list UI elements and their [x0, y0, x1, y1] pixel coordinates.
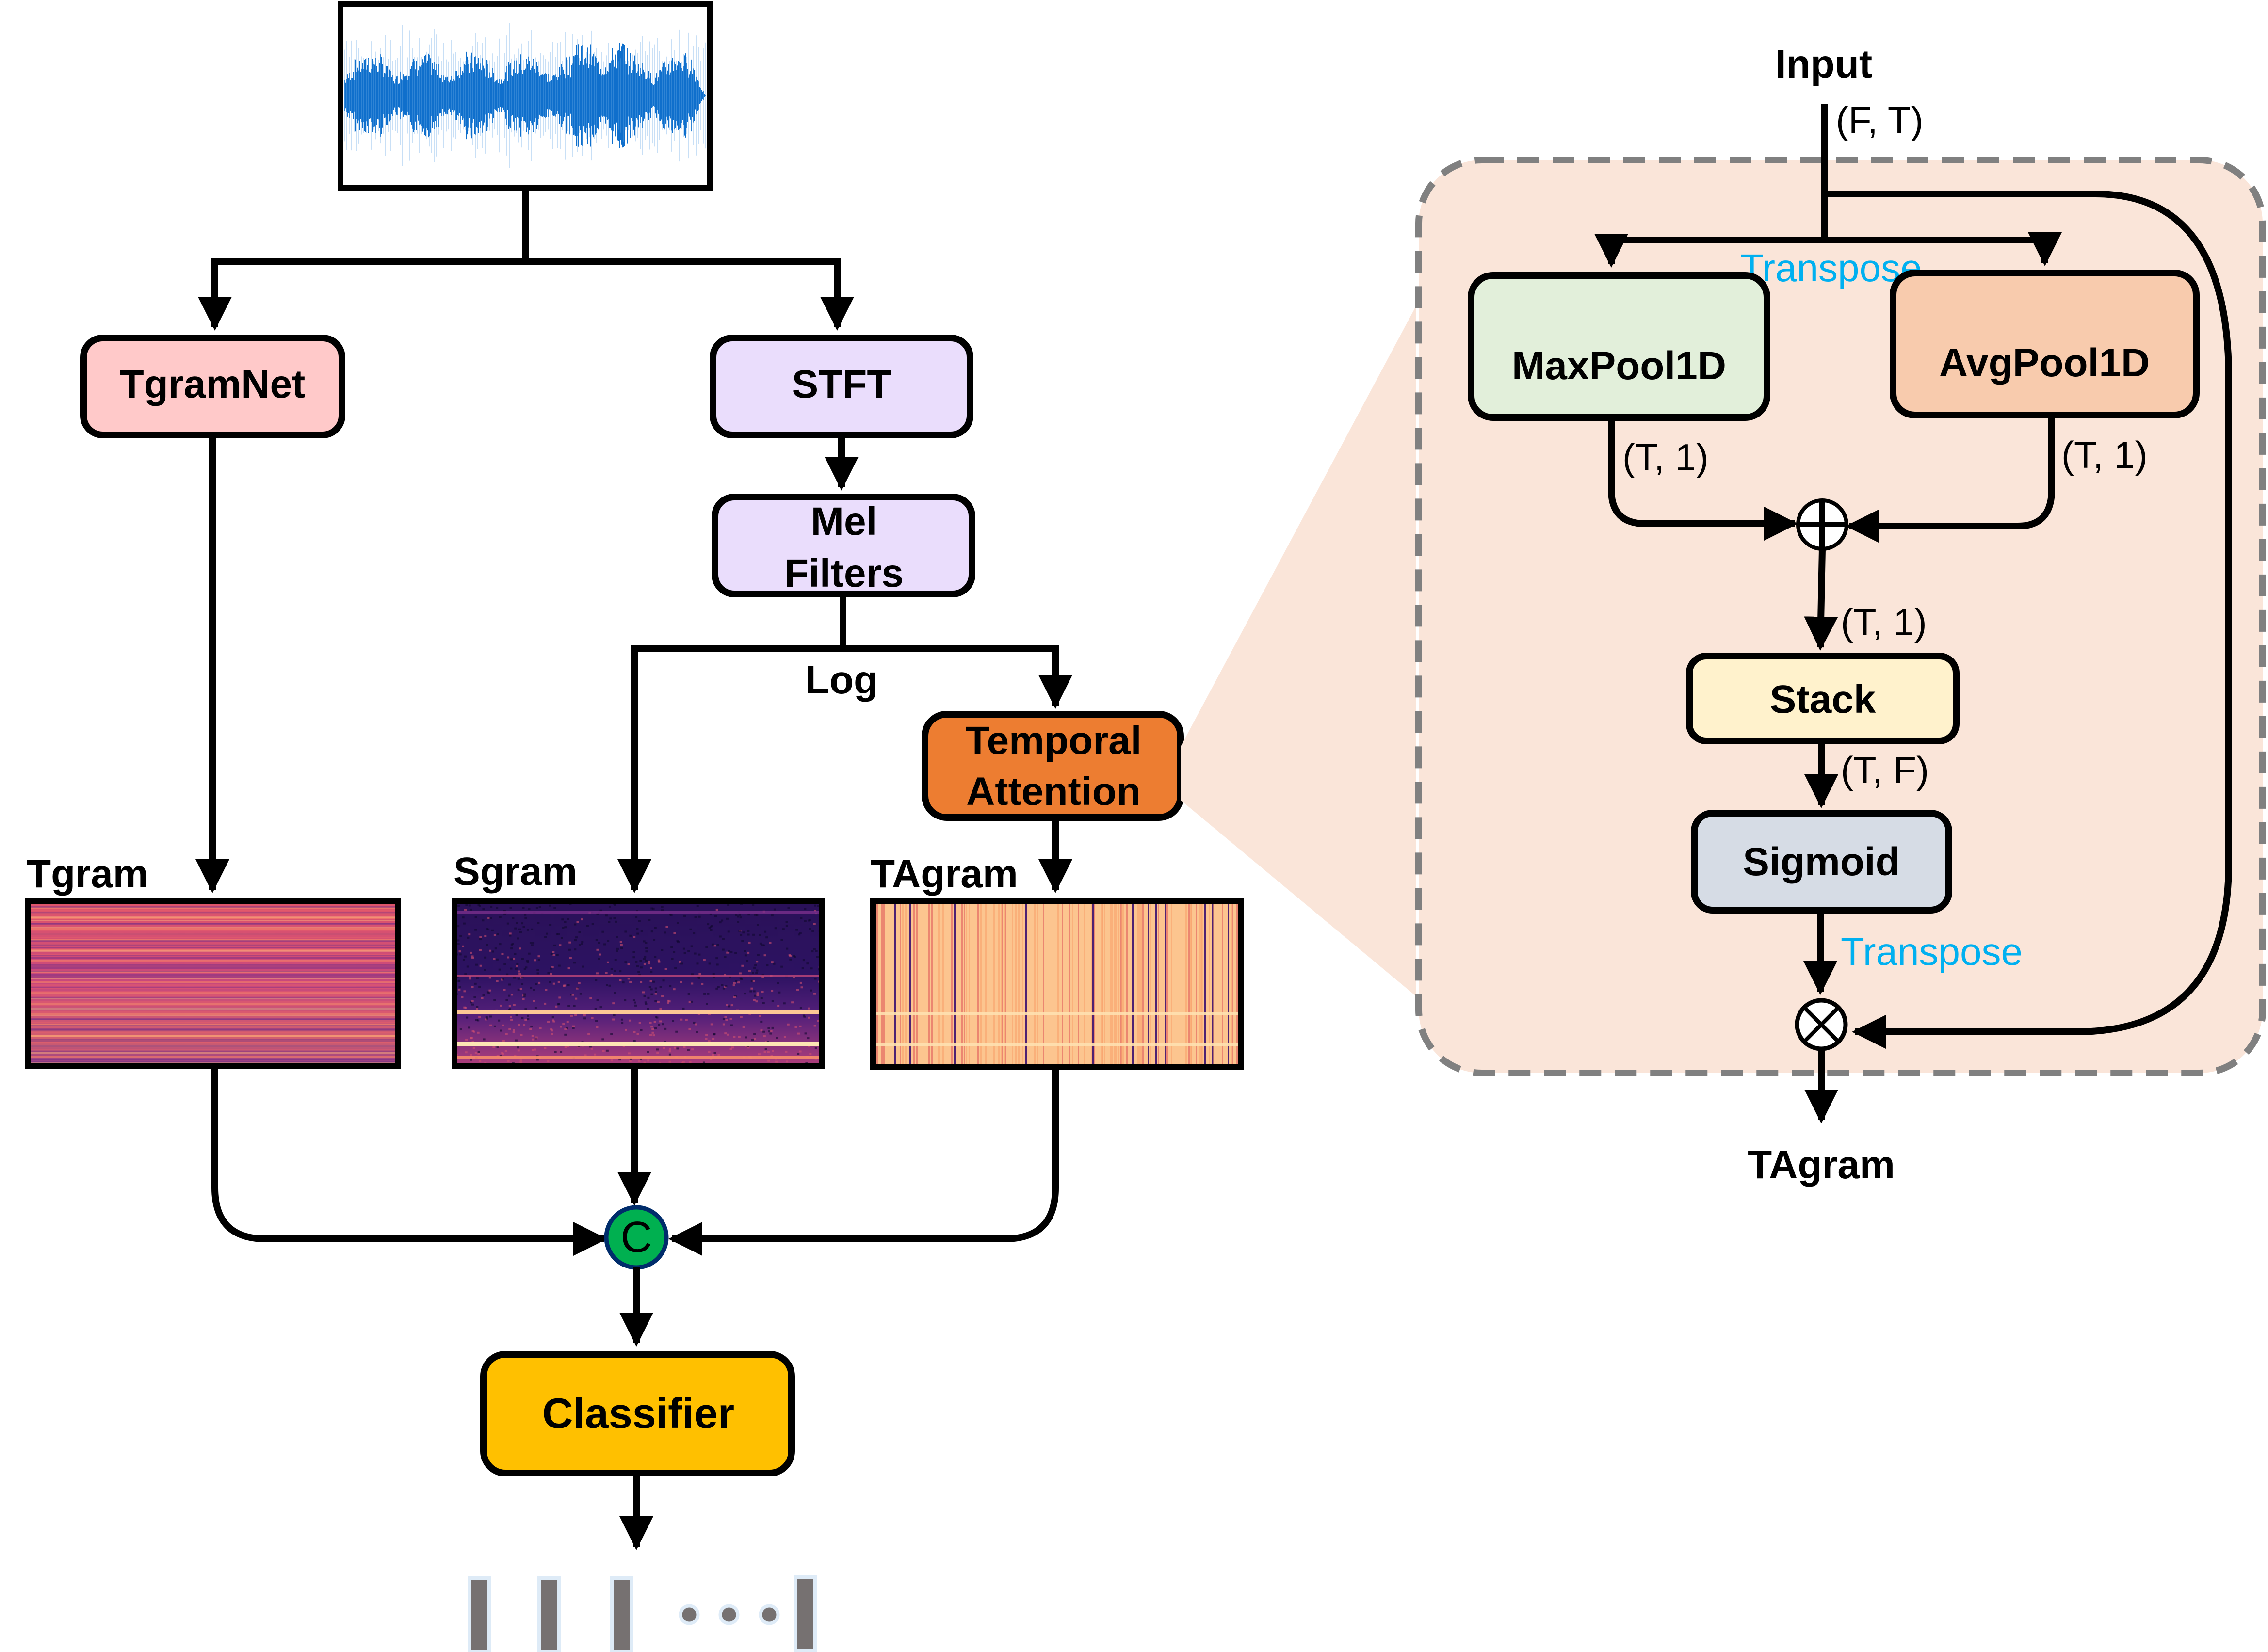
stft-label: STFT [792, 362, 891, 406]
waveform-box [338, 1, 713, 191]
maxpool1d-block[interactable]: MaxPool1D [1468, 272, 1770, 421]
connector-pools-to-sum [1608, 415, 2055, 543]
ellipsis-dot-icon [718, 1604, 740, 1625]
multiply-node [1795, 998, 1848, 1051]
output-bar [794, 1575, 817, 1652]
sum-shape-label: (T, 1) [1841, 601, 1927, 643]
sgram-spectrogram [452, 898, 825, 1069]
connector-sum-stack [1804, 548, 1838, 651]
stack-label: Stack [1770, 677, 1876, 722]
tgram-label: Tgram [27, 852, 148, 896]
output-bar [610, 1576, 633, 1652]
ellipsis-dot-icon [759, 1604, 780, 1625]
input-label: Input [1775, 42, 1872, 86]
maxpool-shape-label: (T, 1) [1622, 436, 1709, 479]
output-bar [468, 1576, 491, 1652]
connector-input-split [1594, 104, 2232, 1049]
mel-label-line1: Mel [811, 499, 877, 544]
connector-waveform-split [198, 188, 854, 331]
input-shape-label: (F, T) [1836, 99, 1924, 142]
add-node [1796, 498, 1848, 551]
ta-label-line1: Temporal [966, 719, 1142, 763]
classifier-block[interactable]: Classifier [480, 1351, 795, 1476]
mel-filters-block[interactable]: Mel Filters [712, 494, 975, 597]
connector-log-split [617, 594, 1072, 893]
avgpool1d-block[interactable]: AvgPool1D [1890, 270, 2200, 418]
tagram-label: TAgram [871, 852, 1018, 896]
stack-block[interactable]: Stack [1686, 653, 1960, 744]
tgram-spectrogram [25, 898, 401, 1069]
concat-symbol-icon: C [621, 1213, 652, 1262]
connector-to-concat [211, 1066, 1059, 1256]
stft-block[interactable]: STFT [710, 335, 973, 438]
maxpool-label: MaxPool1D [1512, 344, 1726, 388]
temporal-attention-block[interactable]: Temporal Attention [922, 711, 1184, 821]
ta-label-line2: Attention [966, 770, 1141, 814]
classifier-label: Classifier [542, 1389, 734, 1437]
audio-waveform-icon [344, 23, 706, 168]
log-label: Log [805, 658, 878, 702]
avgpool-shape-label: (T, 1) [2061, 433, 2148, 476]
output-classes [468, 1575, 817, 1652]
ellipsis-dot-icon [679, 1604, 700, 1625]
tgramnet-label: TgramNet [120, 362, 306, 406]
mel-label-line2: Filters [784, 551, 904, 595]
transpose-bottom-label: Transpose [1841, 930, 2023, 973]
concat-node: C [604, 1205, 669, 1270]
tagram-spectrogram [870, 898, 1244, 1070]
zoom-funnel [1181, 305, 1416, 996]
stack-shape-label: (T, F) [1841, 749, 1929, 791]
transpose-top-label: Transpose [1740, 246, 1922, 289]
tgramnet-block[interactable]: TgramNet [80, 335, 345, 438]
sigmoid-label: Sigmoid [1743, 840, 1899, 884]
tagram-output-label: TAgram [1748, 1143, 1895, 1187]
output-bar [537, 1576, 561, 1652]
sigmoid-block[interactable]: Sigmoid [1691, 810, 1952, 914]
avgpool-label: AvgPool1D [1939, 341, 2150, 385]
sgram-label: Sgram [454, 850, 577, 894]
